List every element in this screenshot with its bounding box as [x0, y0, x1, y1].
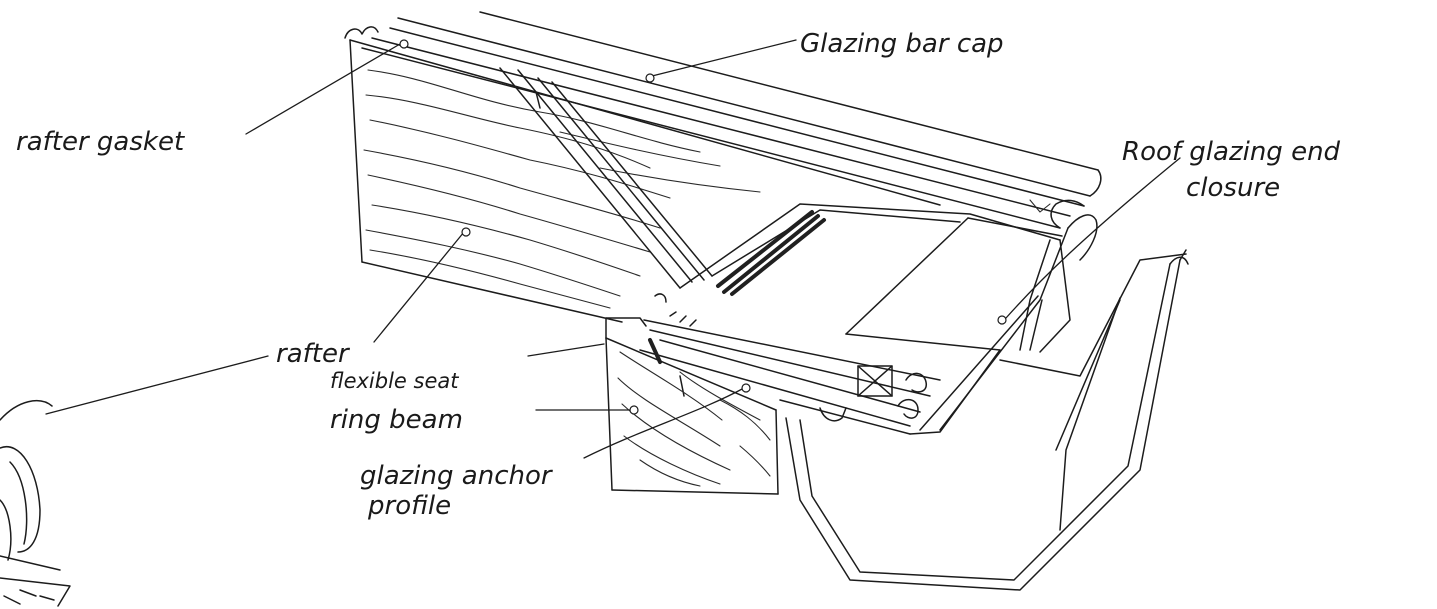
- ring-beam: [605, 317, 779, 495]
- leader-dot-rafter: [461, 227, 471, 237]
- leader-rafter-gasket: [245, 43, 401, 135]
- label-ring-beam: ring beam: [330, 405, 463, 435]
- glazing-panel: [679, 203, 1063, 351]
- label-rafter-gasket: rafter gasket: [16, 127, 185, 157]
- leader-glazing-bar-cap: [651, 39, 797, 77]
- label-flexible-seat: flexible seat: [330, 369, 459, 393]
- leader-lines: [45, 39, 1181, 459]
- label-roof-glazing-end-line1: Roof glazing end: [1122, 137, 1341, 167]
- label-glazing-bar-cap: Glazing bar cap: [800, 29, 1004, 59]
- leader-dot-anchor: [741, 383, 751, 393]
- leader-end-closure: [1005, 157, 1181, 319]
- leader-dot-gasket: [399, 39, 409, 49]
- leader-rafter: [373, 231, 465, 343]
- end-frame: [639, 293, 1001, 435]
- rafter-timber: [349, 39, 941, 323]
- leader-anchor-profile: [583, 387, 745, 459]
- leader-dot-closure: [997, 315, 1007, 325]
- gutter: [785, 249, 1189, 591]
- glazing-bar-cap: [344, 11, 1102, 229]
- left-edge-detail: [0, 399, 71, 607]
- leader-flexible-seat: [527, 343, 605, 357]
- roof-glazing-end-closure: [919, 214, 1098, 431]
- label-roof-glazing-end-line2: closure: [1186, 173, 1280, 203]
- label-glazing-anchor-line1: glazing anchor: [360, 461, 554, 491]
- leader-rafter-left: [45, 355, 269, 415]
- leader-dot-cap: [645, 73, 655, 83]
- label-glazing-anchor-line2: profile: [367, 491, 451, 521]
- labels: Glazing bar cap rafter gasket Roof glazi…: [16, 29, 1341, 521]
- leader-dot-ring-beam: [629, 405, 639, 415]
- label-rafter: rafter: [276, 339, 351, 369]
- glazing-bar-diagonals: [499, 67, 713, 289]
